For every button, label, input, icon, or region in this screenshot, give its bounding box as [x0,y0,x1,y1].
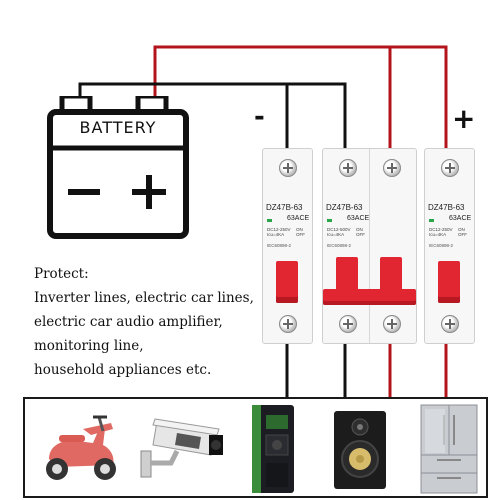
breaker-rating: 63ACE [287,215,310,222]
electric-scooter-icon [46,415,116,480]
screw-icon [279,315,297,333]
battery-icon [47,96,189,239]
speaker-icon [334,411,386,489]
battery-label: BATTERY [79,118,157,137]
screw-icon [441,315,459,333]
protect-line: Inverter lines, electric car lines, [34,290,254,306]
breaker-model: DZ47B-63 [326,203,363,212]
breaker-toggle[interactable] [276,261,298,303]
status-led-icon [267,219,272,222]
protect-line: monitoring line, [34,338,144,354]
positive-terminal-sign: + [452,102,476,135]
screw-icon [339,159,357,177]
screw-icon [339,315,357,333]
screw-icon [383,159,401,177]
breaker-rating: 63ACE [449,215,472,222]
refrigerator-icon [420,404,478,494]
breaker-model: DZ47B-63 [266,203,303,212]
negative-terminal-sign: - [254,102,265,132]
inverter-icon [252,405,294,493]
protect-line: household appliances etc. [34,362,212,378]
breaker-toggle-left[interactable] [336,257,358,299]
protect-heading: Protect: [34,266,89,282]
screw-icon [441,159,459,177]
breaker-standard: IEC60898-2 [429,243,454,248]
red-wire-top [153,45,448,158]
breaker-standard: IEC60898-2 [327,243,352,248]
screw-icon [279,159,297,177]
breaker-rating: 63ACE [347,215,370,222]
status-led-icon [327,219,332,222]
protect-line: electric car audio amplifier, [34,314,223,330]
breaker-model: DZ47B-63 [428,203,465,212]
screw-icon [383,315,401,333]
devices-panel [23,397,488,498]
breaker-toggle[interactable] [438,261,460,303]
status-led-icon [429,219,434,222]
protect-description: Protect: Inverter lines, electric car li… [34,262,254,382]
black-wire-top [78,82,347,158]
toggle-tie-bar[interactable] [323,289,416,305]
breaker-standard: IEC60898-2 [267,243,292,248]
breaker-toggle-right[interactable] [380,257,402,299]
security-camera-icon [140,418,223,478]
